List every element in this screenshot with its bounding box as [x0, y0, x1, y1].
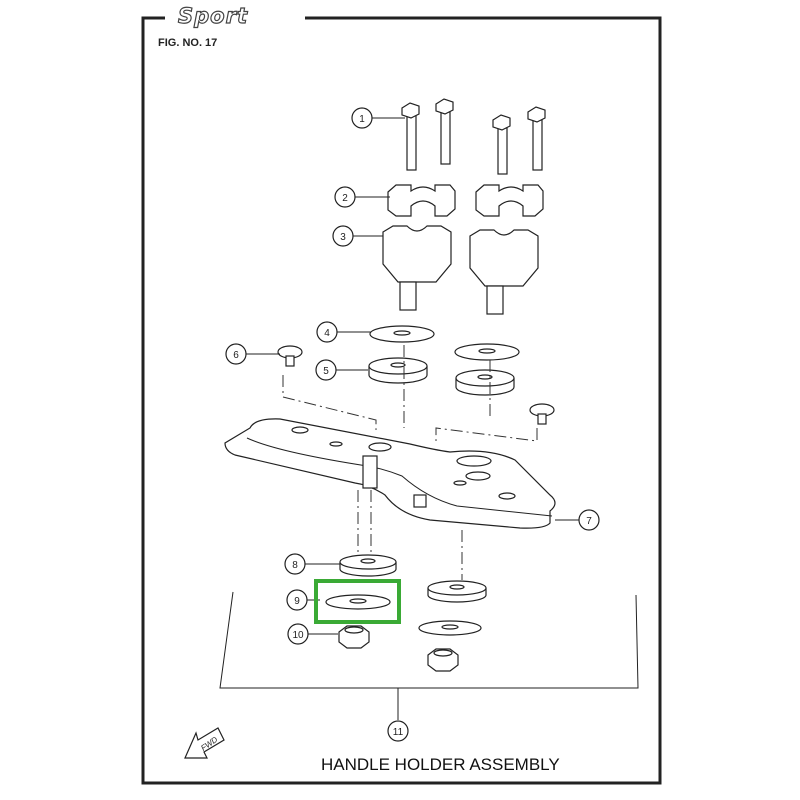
svg-text:9: 9	[294, 596, 300, 607]
diagram-title: HANDLE HOLDER ASSEMBLY	[321, 755, 560, 774]
upper-clamps	[387, 184, 544, 217]
callout-10: 10	[287, 623, 309, 645]
svg-text:5: 5	[323, 366, 329, 377]
svg-text:2: 2	[342, 193, 348, 204]
callout-3: 3	[332, 225, 354, 247]
highlight-box	[314, 579, 401, 624]
svg-text:6: 6	[233, 350, 239, 361]
brand-logo: Sport	[177, 3, 248, 28]
callout-6: 6	[225, 343, 247, 365]
callouts: 1 2 3 4 5 6 7 8 9 10 11	[225, 107, 600, 742]
frame	[141, 16, 662, 785]
callout-1: 1	[351, 107, 373, 129]
svg-text:4: 4	[324, 328, 330, 339]
figure-number: FIG. NO. 17	[158, 37, 218, 49]
mounting-plate	[224, 418, 556, 529]
assembly-bracket	[219, 591, 639, 720]
callout-5: 5	[315, 359, 337, 381]
rivets	[277, 345, 555, 425]
callout-7: 7	[578, 509, 600, 531]
callout-8: 8	[284, 553, 306, 575]
svg-text:8: 8	[292, 560, 298, 571]
svg-text:1: 1	[359, 114, 365, 125]
svg-text:3: 3	[340, 232, 346, 243]
risers	[382, 225, 539, 315]
svg-text:7: 7	[586, 516, 592, 527]
center-lines	[282, 345, 538, 580]
washers-lower	[325, 554, 487, 636]
callout-11: 11	[387, 720, 409, 742]
callout-9: 9	[286, 589, 308, 611]
nuts	[338, 625, 459, 672]
svg-text:11: 11	[393, 727, 404, 738]
callout-2: 2	[334, 186, 356, 208]
callout-4: 4	[316, 321, 338, 343]
fwd-arrow-icon: FWD	[184, 727, 225, 759]
washers-upper	[368, 325, 520, 396]
bolts	[401, 98, 546, 175]
svg-text:10: 10	[292, 630, 304, 641]
